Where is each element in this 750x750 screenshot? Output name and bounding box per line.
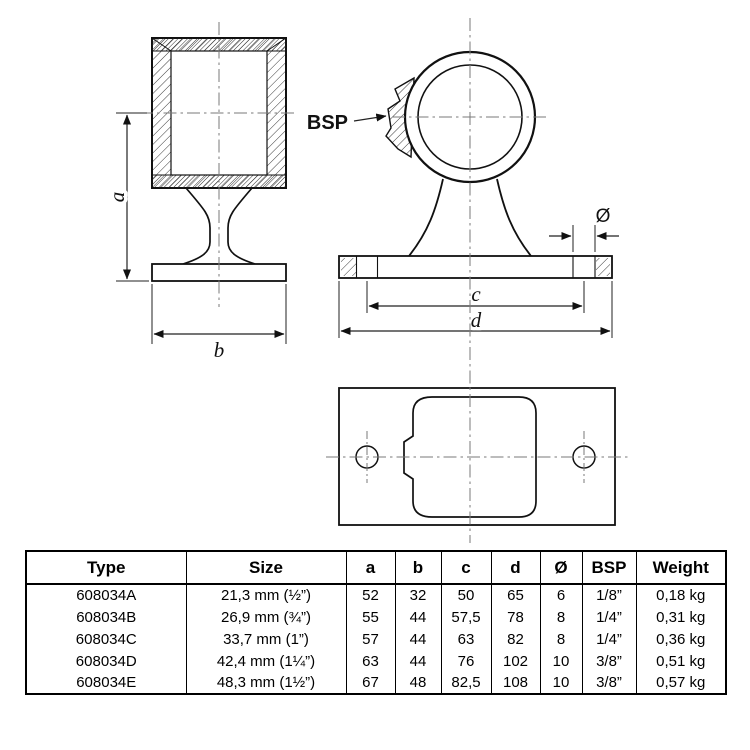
table-cell-c: 76 [440, 650, 492, 672]
dimension-diameter: Ø [549, 203, 619, 252]
table-cell-dia: 8 [539, 628, 583, 650]
table-cell-size: 33,7 mm (1”) [185, 628, 347, 650]
col-header-a: a [345, 551, 396, 584]
table-cell-b: 44 [394, 628, 442, 650]
col-header-size: Size [185, 551, 347, 584]
table-cell-d: 108 [490, 672, 541, 694]
table-cell-dia: 10 [539, 672, 583, 694]
table-cell-a: 52 [345, 584, 396, 606]
bsp-label: BSP [307, 112, 348, 134]
col-header-c: c [440, 551, 492, 584]
table-cell-c: 50 [440, 584, 492, 606]
dim-label-c: c [471, 282, 481, 306]
table-cell-type: 608034E [25, 672, 187, 694]
table-cell-b: 48 [394, 672, 442, 694]
table-cell-type: 608034C [25, 628, 187, 650]
table-cell-a: 55 [345, 606, 396, 628]
col-header-weight: Weight [635, 551, 727, 584]
col-header-type: Type [25, 551, 187, 584]
dimension-a: a [101, 112, 149, 282]
table-header-row: Type Size a b c d Ø BSP Weight [25, 551, 727, 584]
table-cell-c: 57,5 [440, 606, 492, 628]
table-cell-bsp: 1/4” [581, 628, 637, 650]
table-cell-type: 608034B [25, 606, 187, 628]
table-cell-a: 67 [345, 672, 396, 694]
table-cell-bsp: 3/8” [581, 650, 637, 672]
dim-label-diameter: Ø [596, 206, 611, 227]
table-cell-weight: 0,36 kg [635, 628, 727, 650]
table-cell-weight: 0,51 kg [635, 650, 727, 672]
col-header-d: d [490, 551, 541, 584]
front-view: BSP Ø c d [307, 50, 619, 338]
table-cell-size: 48,3 mm (1½”) [185, 672, 347, 694]
col-header-b: b [394, 551, 442, 584]
top-view [326, 387, 629, 526]
dim-label-a: a [105, 192, 129, 203]
table-cell-weight: 0,31 kg [635, 606, 727, 628]
side-view: a b [101, 22, 298, 366]
table-cell-size: 21,3 mm (½”) [185, 584, 347, 606]
table-cell-a: 63 [345, 650, 396, 672]
table-cell-bsp: 1/8” [581, 584, 637, 606]
table-cell-bsp: 1/4” [581, 606, 637, 628]
table-cell-size: 42,4 mm (1¼”) [185, 650, 347, 672]
table-cell-d: 82 [490, 628, 541, 650]
table-cell-bsp: 3/8” [581, 672, 637, 694]
table-cell-b: 44 [394, 650, 442, 672]
table-cell-d: 78 [490, 606, 541, 628]
table-cell-weight: 0,57 kg [635, 672, 727, 694]
table-cell-dia: 8 [539, 606, 583, 628]
table-cell-dia: 10 [539, 650, 583, 672]
dimension-b: b [151, 284, 287, 366]
table-cell-type: 608034A [25, 584, 187, 606]
dim-label-b: b [214, 338, 225, 362]
table-cell-a: 57 [345, 628, 396, 650]
dimension-d: d [338, 281, 613, 338]
table-cell-b: 32 [394, 584, 442, 606]
table-cell-type: 608034D [25, 650, 187, 672]
col-header-bsp: BSP [581, 551, 637, 584]
table-cell-size: 26,9 mm (¾”) [185, 606, 347, 628]
drawing-views: a b [101, 18, 629, 543]
table-cell-d: 65 [490, 584, 541, 606]
dim-label-d: d [471, 308, 482, 332]
table-cell-weight: 0,18 kg [635, 584, 727, 606]
bsp-callout: BSP [307, 112, 387, 134]
table-cell-dia: 6 [539, 584, 583, 606]
dimension-c: c [366, 279, 585, 313]
table-cell-b: 44 [394, 606, 442, 628]
table-cell-d: 102 [490, 650, 541, 672]
table-cell-c: 82,5 [440, 672, 492, 694]
col-header-diameter: Ø [539, 551, 583, 584]
table-cell-c: 63 [440, 628, 492, 650]
